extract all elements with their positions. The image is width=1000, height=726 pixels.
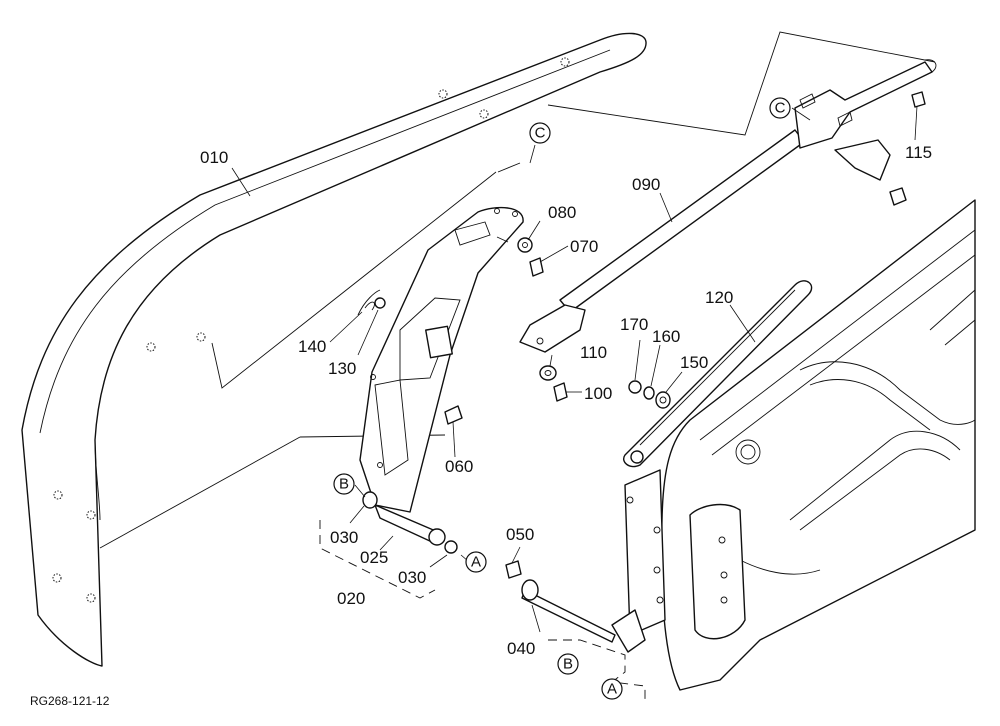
label-040: 040 — [507, 639, 535, 658]
nut-050 — [505, 560, 522, 579]
leader-lines — [231, 105, 918, 633]
link-120 — [623, 280, 813, 468]
ref-b-left: B — [339, 476, 349, 493]
label-130: 130 — [328, 359, 356, 378]
washer-110 — [539, 365, 557, 381]
fender-bracket — [359, 206, 524, 543]
label-170: 170 — [620, 315, 648, 334]
reference-markers: C C B A B A — [333, 97, 791, 700]
label-150: 150 — [680, 353, 708, 372]
bolt-070 — [529, 257, 544, 277]
ref-b-bottom: B — [563, 656, 573, 673]
bolt-115 — [911, 91, 926, 108]
bushing-030 — [362, 491, 458, 554]
label-080: 080 — [548, 203, 576, 222]
ref-a-bottom: A — [607, 681, 617, 698]
ref-a-left: A — [471, 554, 481, 571]
label-100: 100 — [584, 384, 612, 403]
label-140: 140 — [298, 337, 326, 356]
alignment-lines — [99, 31, 936, 549]
washers-150-170 — [628, 380, 671, 409]
side-plate — [624, 469, 746, 640]
diagram-code: RG268-121-12 — [30, 694, 110, 708]
label-110: 110 — [580, 343, 607, 362]
label-115: 115 — [905, 143, 932, 162]
label-030-upper: 030 — [330, 528, 358, 547]
ref-c-right: C — [775, 100, 786, 117]
bolt-100 — [553, 382, 568, 402]
clip-140 — [357, 289, 381, 316]
label-060: 060 — [445, 457, 473, 476]
label-025: 025 — [360, 548, 388, 567]
label-030-lower: 030 — [398, 568, 426, 587]
part-labels: 010 090 120 115 080 070 170 160 110 150 … — [200, 143, 932, 658]
nut-060 — [444, 405, 463, 425]
label-120: 120 — [705, 288, 733, 307]
rod-090 — [519, 59, 937, 353]
washer-080 — [517, 237, 533, 253]
label-090: 090 — [632, 175, 660, 194]
group-020-outline — [319, 520, 436, 599]
fender-part-010 — [21, 32, 647, 667]
label-010: 010 — [200, 148, 228, 167]
label-050: 050 — [506, 525, 534, 544]
pin-040 — [521, 579, 646, 653]
washer-130 — [374, 297, 386, 309]
label-020: 020 — [337, 589, 365, 608]
label-160: 160 — [652, 327, 680, 346]
pin-ref-outline — [548, 639, 646, 700]
ref-c-left: C — [535, 125, 546, 142]
label-070: 070 — [570, 237, 598, 256]
nut-right — [889, 187, 907, 206]
